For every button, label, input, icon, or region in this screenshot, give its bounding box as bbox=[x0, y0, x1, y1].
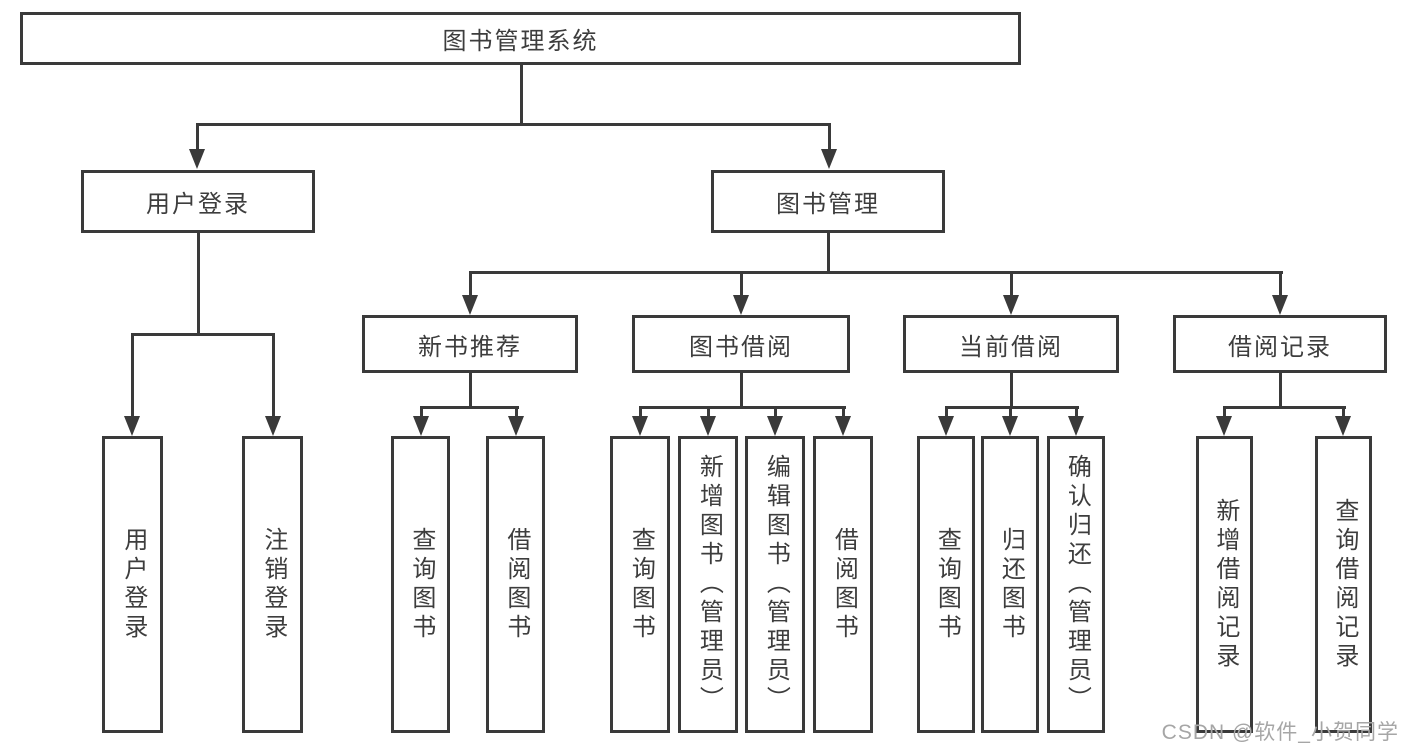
connector-line-h bbox=[1223, 406, 1346, 409]
node-new-book-recommend: 新书推荐 bbox=[362, 315, 578, 373]
arrow-down-icon bbox=[413, 416, 429, 436]
arrow-down-icon bbox=[189, 149, 205, 169]
arrow-down-icon bbox=[1003, 295, 1019, 315]
connector-line-v bbox=[196, 123, 199, 151]
node-label: 查询借阅记录 bbox=[1330, 497, 1358, 672]
connector-line-v bbox=[740, 373, 743, 409]
leaf-records-query-record: 查询借阅记录 bbox=[1315, 436, 1372, 733]
node-label: 用户登录 bbox=[119, 526, 147, 643]
node-book-management: 图书管理 bbox=[711, 170, 945, 233]
leaf-borrowing-add-books-admin: 新增图书（管理员） bbox=[678, 436, 738, 733]
node-current-borrowing: 当前借阅 bbox=[903, 315, 1119, 373]
node-label: 用户登录 bbox=[146, 191, 250, 218]
connector-line-v bbox=[1009, 406, 1012, 418]
connector-line-v bbox=[827, 233, 830, 274]
connector-line-v bbox=[1223, 406, 1226, 418]
node-label: 当前借阅 bbox=[959, 333, 1063, 361]
connector-line-h bbox=[420, 406, 519, 409]
node-borrowing-records: 借阅记录 bbox=[1173, 315, 1387, 373]
node-label: 注销登录 bbox=[259, 526, 287, 643]
node-label: 编辑图书（管理员） bbox=[762, 454, 790, 715]
connector-line-v bbox=[1279, 373, 1282, 409]
arrow-down-icon bbox=[700, 416, 716, 436]
connector-line-v bbox=[774, 406, 777, 418]
leaf-records-add-record: 新增借阅记录 bbox=[1196, 436, 1253, 733]
connector-line-v bbox=[842, 406, 845, 418]
connector-line-v bbox=[520, 65, 523, 123]
connector-line-h bbox=[469, 271, 1283, 274]
connector-line-v bbox=[740, 271, 743, 296]
arrow-down-icon bbox=[767, 416, 783, 436]
node-system-root: 图书管理系统 bbox=[20, 12, 1021, 65]
node-label: 借阅图书 bbox=[502, 526, 530, 643]
arrow-down-icon bbox=[835, 416, 851, 436]
node-user-login: 用户登录 bbox=[81, 170, 315, 233]
connector-line-v bbox=[945, 406, 948, 418]
connector-line-v bbox=[1010, 373, 1013, 409]
node-book-borrowing: 图书借阅 bbox=[632, 315, 850, 373]
node-label: 新增图书（管理员） bbox=[695, 454, 723, 715]
connector-line-h bbox=[639, 406, 846, 409]
node-label: 新增借阅记录 bbox=[1211, 497, 1239, 672]
leaf-current-return-books: 归还图书 bbox=[981, 436, 1039, 733]
connector-line-h bbox=[196, 123, 830, 126]
connector-line-v bbox=[828, 123, 831, 151]
leaf-current-query-books: 查询图书 bbox=[917, 436, 975, 733]
node-label: 图书管理 bbox=[776, 191, 880, 218]
arrow-down-icon bbox=[1002, 416, 1018, 436]
leaf-logout: 注销登录 bbox=[242, 436, 303, 733]
arrow-down-icon bbox=[1272, 295, 1288, 315]
node-label: 新书推荐 bbox=[418, 333, 522, 361]
leaf-recommend-query-books: 查询图书 bbox=[391, 436, 450, 733]
node-label: 图书借阅 bbox=[689, 333, 793, 361]
connector-line-h bbox=[131, 333, 275, 336]
connector-line-v bbox=[1010, 271, 1013, 296]
arrow-down-icon bbox=[1216, 416, 1232, 436]
leaf-recommend-borrow-books: 借阅图书 bbox=[486, 436, 545, 733]
connector-line-v bbox=[707, 406, 710, 418]
leaf-user-login: 用户登录 bbox=[102, 436, 163, 733]
arrow-down-icon bbox=[124, 416, 140, 436]
node-label: 借阅记录 bbox=[1228, 333, 1332, 361]
connector-line-v bbox=[420, 406, 423, 418]
connector-line-v bbox=[1279, 271, 1282, 296]
arrow-down-icon bbox=[265, 416, 281, 436]
node-label: 借阅图书 bbox=[830, 526, 858, 643]
arrow-down-icon bbox=[821, 149, 837, 169]
node-label: 图书管理系统 bbox=[442, 28, 599, 55]
connector-line-v bbox=[1342, 406, 1345, 418]
connector-line-v bbox=[131, 333, 134, 416]
arrow-down-icon bbox=[508, 416, 524, 436]
arrow-down-icon bbox=[1068, 416, 1084, 436]
node-label: 归还图书 bbox=[997, 526, 1025, 643]
connector-line-v bbox=[1075, 406, 1078, 418]
arrow-down-icon bbox=[632, 416, 648, 436]
leaf-borrowing-edit-books-admin: 编辑图书（管理员） bbox=[745, 436, 805, 733]
node-label: 查询图书 bbox=[407, 526, 435, 643]
arrow-down-icon bbox=[1335, 416, 1351, 436]
csdn-watermark: CSDN @软件_小贺同学 bbox=[1161, 721, 1399, 744]
node-label: 查询图书 bbox=[627, 526, 655, 643]
connector-line-v bbox=[272, 333, 275, 416]
connector-line-v bbox=[515, 406, 518, 418]
node-label: 查询图书 bbox=[933, 526, 961, 643]
connector-line-v bbox=[197, 233, 200, 336]
connector-line-v bbox=[469, 271, 472, 296]
arrow-down-icon bbox=[733, 295, 749, 315]
connector-line-v bbox=[469, 373, 472, 409]
arrow-down-icon bbox=[938, 416, 954, 436]
connector-line-v bbox=[639, 406, 642, 418]
leaf-borrowing-query-books: 查询图书 bbox=[610, 436, 670, 733]
arrow-down-icon bbox=[462, 295, 478, 315]
node-label: 确认归还（管理员） bbox=[1063, 454, 1091, 715]
connector-line-h bbox=[945, 406, 1079, 409]
leaf-current-confirm-return-admin: 确认归还（管理员） bbox=[1047, 436, 1105, 733]
leaf-borrowing-borrow-books: 借阅图书 bbox=[813, 436, 873, 733]
